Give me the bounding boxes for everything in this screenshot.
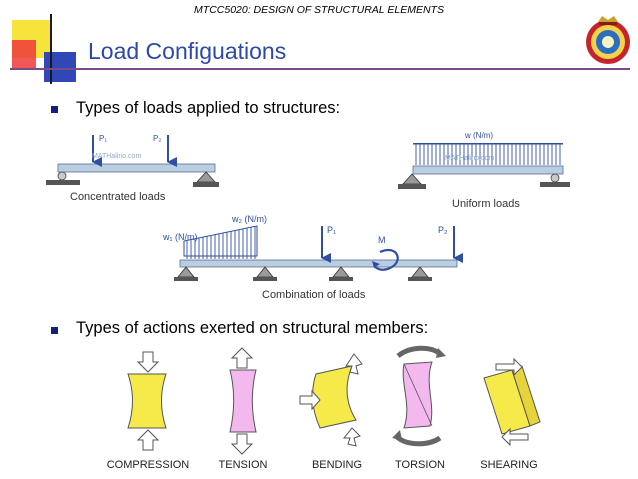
concentrated-load-diagram: P₁ P₂ MATHalino.com Concentrated loads bbox=[46, 134, 219, 203]
load-label-p2: P₂ bbox=[153, 134, 161, 143]
action-label-tension: TENSION bbox=[219, 459, 268, 471]
bullet-marker bbox=[51, 327, 58, 334]
beam bbox=[179, 259, 458, 268]
action-label-compression: COMPRESSION bbox=[107, 459, 190, 471]
load-label-w2: w₂ (N/m) bbox=[231, 214, 267, 224]
beam bbox=[57, 163, 216, 173]
structural-actions: COMPRESSION TENSION BENDING TORSION SHEA… bbox=[107, 345, 541, 471]
action-label-shearing: SHEARING bbox=[480, 459, 537, 471]
decor-blue-square bbox=[44, 52, 76, 82]
load-label-w: w (N/m) bbox=[464, 131, 493, 140]
shearing-figure: SHEARING bbox=[480, 357, 541, 471]
decor-red-square bbox=[12, 40, 36, 70]
bullet-text-action-types: Types of actions exerted on structural m… bbox=[76, 319, 429, 337]
watermark: MATHalino.com bbox=[92, 153, 141, 160]
caption-uniform-loads: Uniform loads bbox=[452, 198, 520, 210]
slide-title: Load Configuations bbox=[88, 38, 287, 64]
load-label-p1: P₁ bbox=[99, 134, 107, 143]
load-label-m: M bbox=[378, 235, 386, 245]
load-label-p2: P₂ bbox=[438, 225, 448, 235]
watermark: MATHalino.com bbox=[445, 155, 494, 162]
tension-figure: TENSION bbox=[219, 347, 268, 471]
load-label-p1: P₁ bbox=[327, 225, 336, 235]
compression-figure: COMPRESSION bbox=[107, 351, 190, 471]
title-underline bbox=[10, 68, 630, 70]
decor-vertical-line bbox=[50, 14, 52, 84]
action-label-torsion: TORSION bbox=[395, 459, 445, 471]
uniform-load-diagram: w (N/m) MATHalino.com Uniform loads bbox=[398, 131, 570, 210]
bullet-marker bbox=[51, 106, 58, 113]
institution-emblem-icon bbox=[586, 16, 630, 64]
bending-figure: BENDING bbox=[299, 353, 363, 471]
caption-concentrated-loads: Concentrated loads bbox=[70, 191, 166, 203]
load-label-w1: w₁ (N/m) bbox=[162, 232, 198, 242]
beam bbox=[412, 165, 564, 175]
torsion-figure: TORSION bbox=[392, 345, 446, 471]
action-label-bending: BENDING bbox=[312, 459, 362, 471]
bullet-text-load-types: Types of loads applied to structures: bbox=[76, 99, 341, 117]
caption-combination-of-loads: Combination of loads bbox=[262, 289, 366, 301]
course-header: MTCC5020: DESIGN OF STRUCTURAL ELEMENTS bbox=[194, 4, 444, 16]
load-diagrams: P₁ P₂ MATHalino.com Concentrated loads w… bbox=[46, 131, 570, 301]
combination-load-diagram: w₁ (N/m) w₂ (N/m) P₁ P₂ M Combination of… bbox=[162, 214, 463, 301]
